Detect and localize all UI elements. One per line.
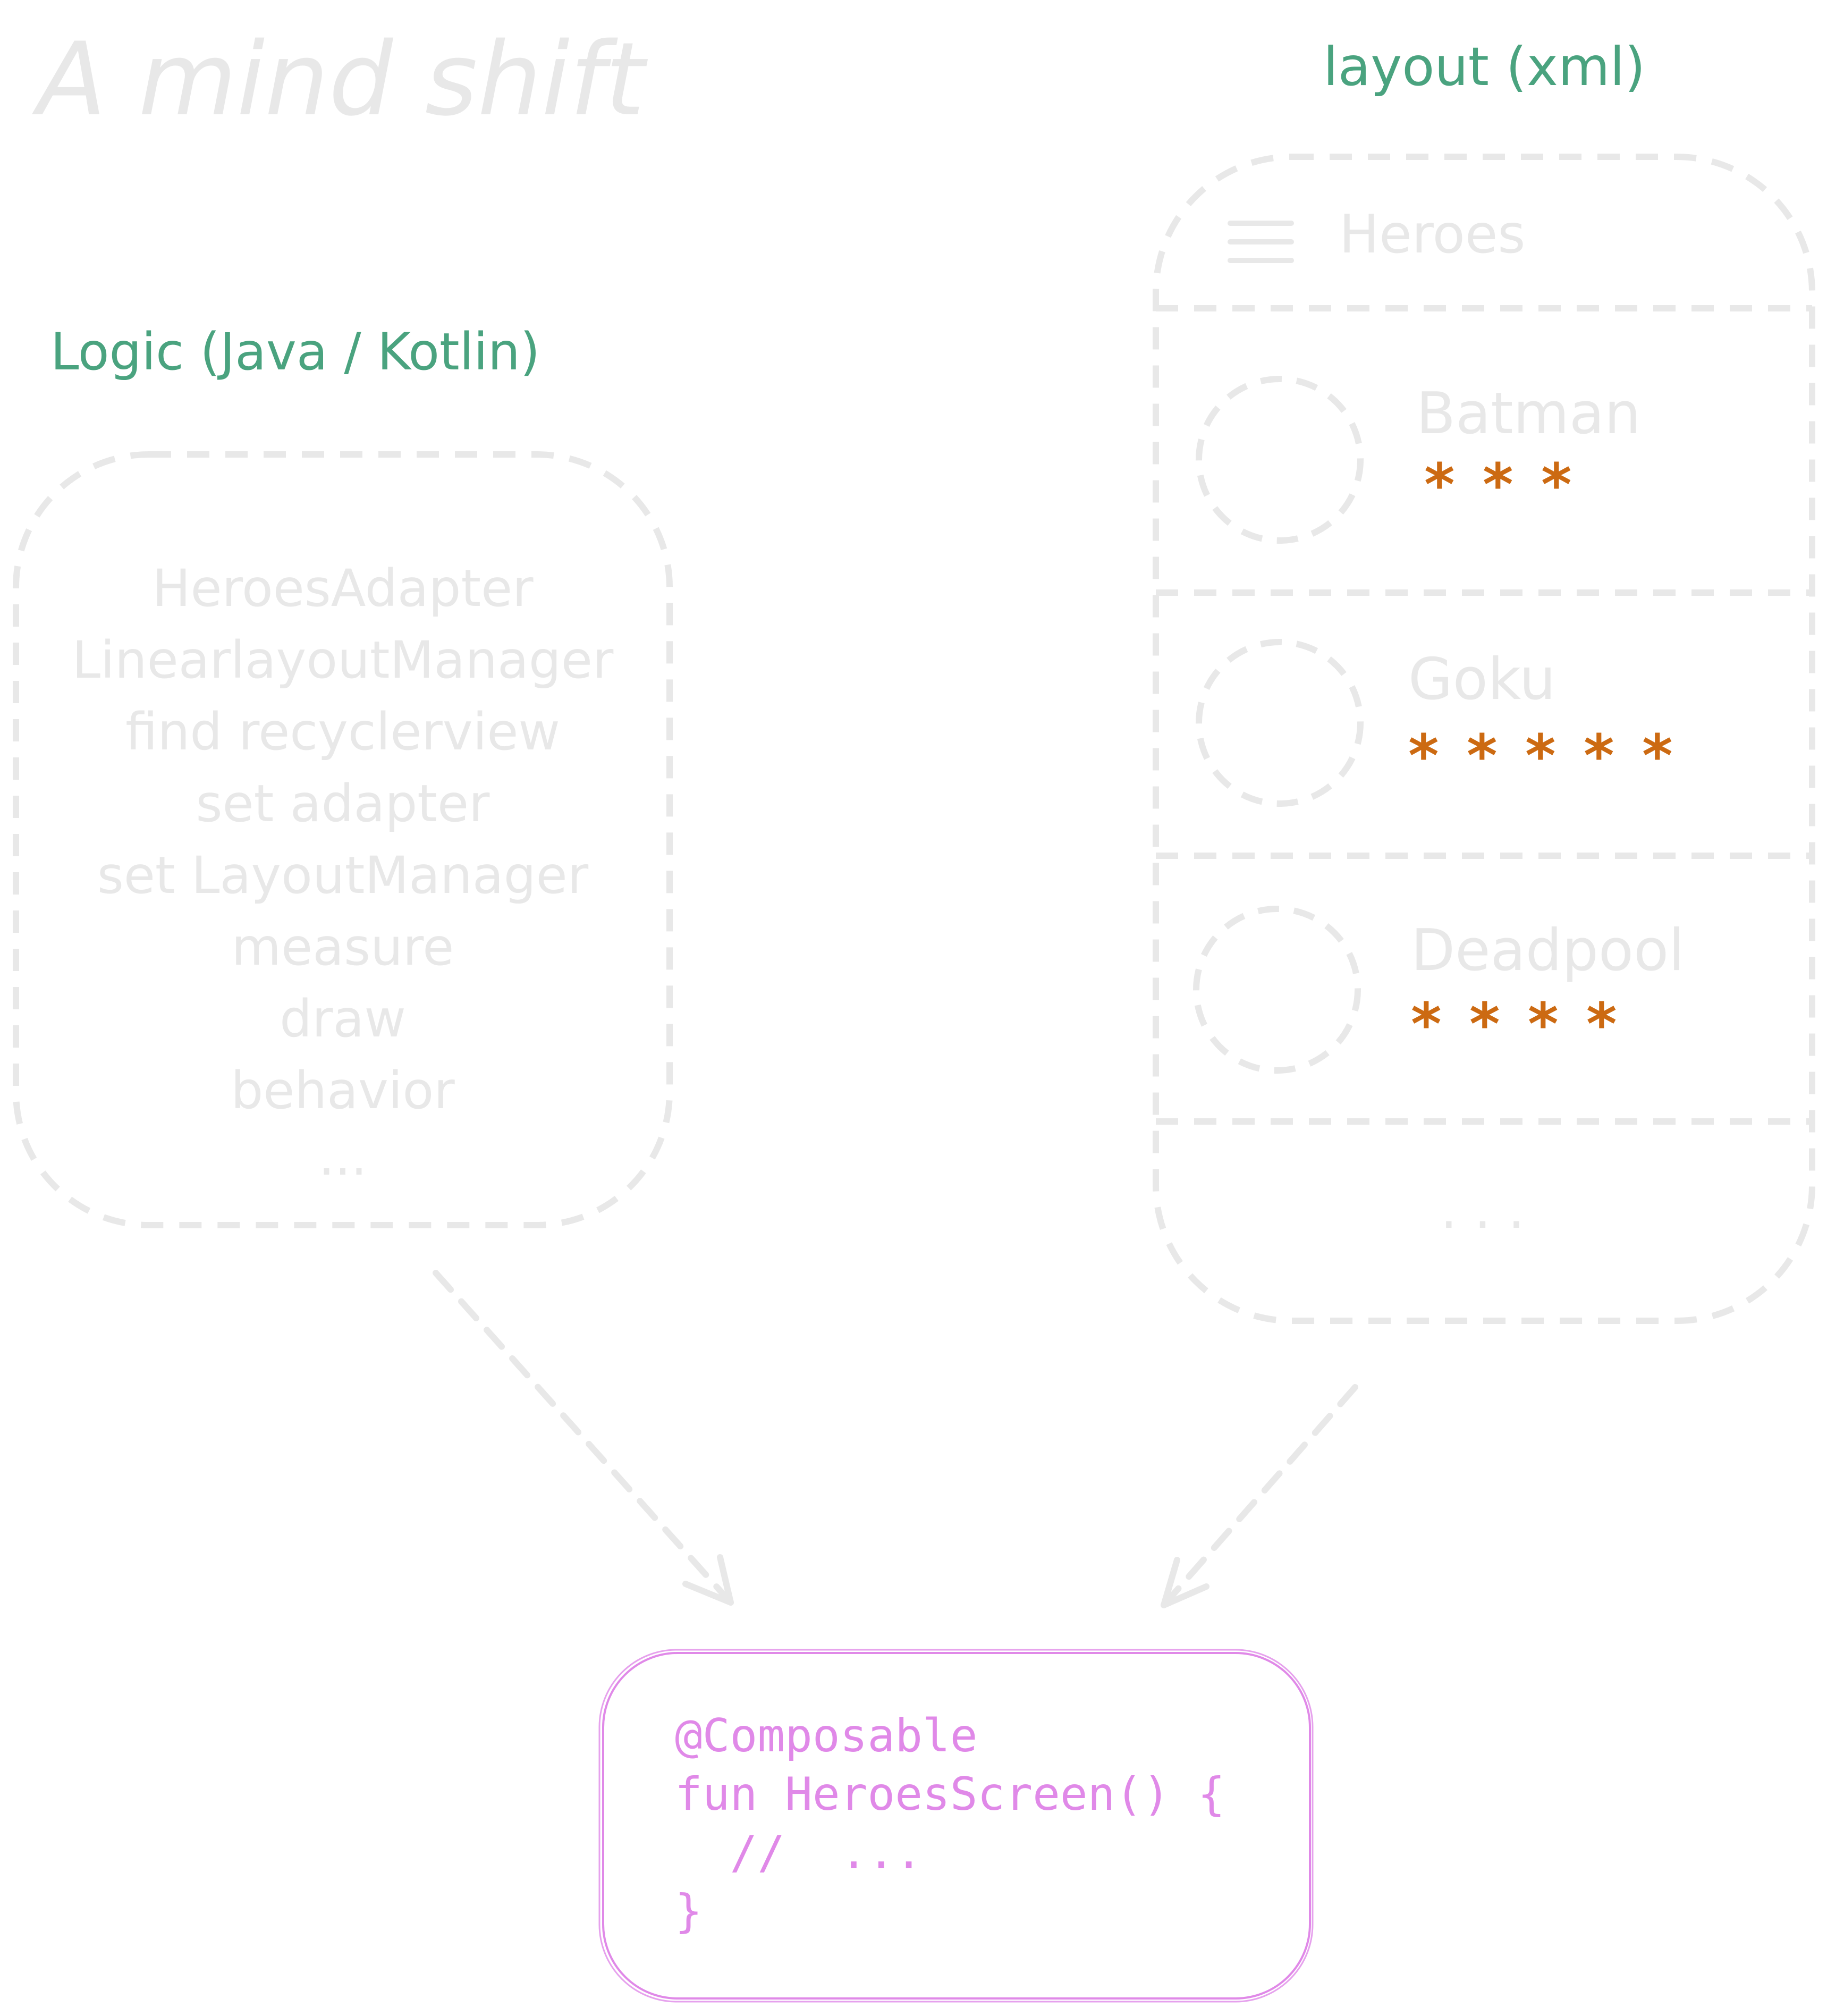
list-item: Goku * * * * *: [1196, 639, 1673, 807]
star-icon: *: [1424, 451, 1455, 519]
logic-line: measure: [232, 917, 454, 977]
star-icon: *: [1642, 722, 1673, 790]
logic-line: find recyclerview: [125, 702, 560, 762]
diagram-title: A mind shift: [31, 21, 648, 138]
rating-stars: * * *: [1424, 451, 1572, 519]
code-line: // ...: [675, 1826, 923, 1879]
logic-line: set adapter: [196, 774, 490, 833]
hero-name: Batman: [1416, 381, 1640, 447]
star-icon: *: [1528, 990, 1559, 1058]
logic-box: [13, 451, 673, 1228]
list-item: Batman * * *: [1196, 376, 1640, 544]
logic-line: behavior: [231, 1061, 455, 1120]
rating-stars: * * * *: [1411, 990, 1617, 1058]
star-icon: *: [1541, 451, 1572, 519]
more-ellipsis: . . .: [1441, 1178, 1525, 1241]
code-line: fun HeroesScreen() {: [675, 1768, 1225, 1821]
hero-name: Deadpool: [1411, 917, 1685, 984]
star-icon: *: [1469, 990, 1500, 1058]
star-icon: *: [1525, 722, 1556, 790]
logic-line: set LayoutManager: [97, 846, 589, 905]
hero-name: Goku: [1408, 646, 1555, 713]
avatar: [1193, 906, 1361, 1074]
logic-line: ...: [318, 1127, 367, 1187]
phone-header-title: Heroes: [1339, 203, 1525, 265]
arrow-logic-to-code: [433, 1270, 734, 1606]
row-dividers: [1156, 305, 1812, 1125]
rating-stars: * * * * *: [1408, 722, 1673, 790]
star-icon: *: [1411, 990, 1442, 1058]
layout-heading: layout (xml): [1323, 36, 1645, 98]
star-icon: *: [1584, 722, 1614, 790]
star-icon: *: [1467, 722, 1498, 790]
star-icon: *: [1586, 990, 1617, 1058]
arrow-layout-to-code: [1161, 1384, 1358, 1608]
logic-line: HeroesAdapter: [152, 559, 534, 618]
avatar: [1196, 376, 1364, 544]
code-box: [598, 1649, 1314, 2003]
logic-line: draw: [280, 989, 406, 1049]
star-icon: *: [1483, 451, 1513, 519]
phone-frame: [1153, 154, 1815, 1324]
hamburger-icon: [1228, 221, 1294, 263]
logic-lines: HeroesAdapter LinearlayoutManager find r…: [72, 559, 614, 1187]
code-line: }: [675, 1885, 703, 1938]
star-icon: *: [1408, 722, 1439, 790]
avatar: [1196, 639, 1364, 807]
logic-line: LinearlayoutManager: [72, 630, 614, 690]
list-item: Deadpool * * * *: [1193, 906, 1685, 1074]
logic-heading: Logic (Java / Kotlin): [50, 322, 540, 382]
code-lines: @Composable fun HeroesScreen() { // ... …: [675, 1709, 1225, 1938]
code-line: @Composable: [675, 1709, 978, 1762]
